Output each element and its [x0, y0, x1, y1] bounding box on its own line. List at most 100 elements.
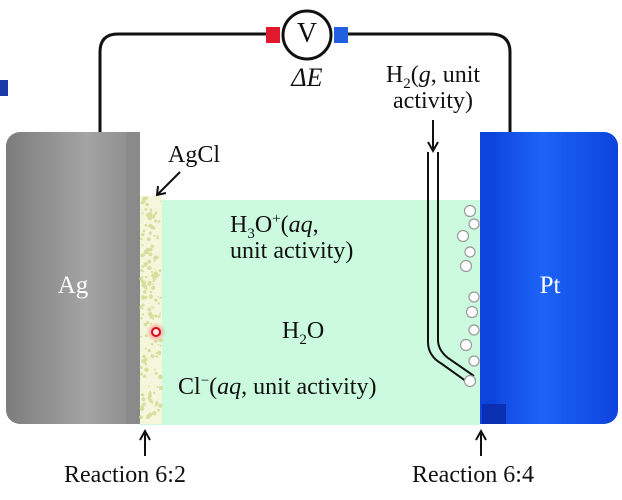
agcl-speckle	[157, 302, 160, 305]
gas-inlet-label: H2(g, unit activity)	[385, 62, 481, 115]
agcl-speckle	[152, 279, 155, 283]
silver-electrode	[6, 132, 140, 424]
agcl-speckle	[147, 212, 153, 218]
agcl-speckle	[139, 406, 145, 411]
agcl-speckle	[142, 374, 147, 378]
agcl-speckle	[158, 256, 160, 259]
agcl-speckle	[150, 354, 155, 358]
reaction-left-label: Reaction 6:2	[64, 462, 186, 488]
agcl-speckle	[139, 365, 143, 369]
agcl-speckle	[144, 362, 147, 366]
agcl-speckle	[146, 203, 149, 206]
agcl-speckle	[151, 306, 154, 309]
agcl-speckle	[149, 390, 152, 393]
agcl-speckle	[139, 415, 143, 420]
agcl-speckle	[153, 391, 156, 394]
agcl-speckle	[159, 312, 162, 315]
agcl-speckle	[141, 253, 145, 257]
agcl-speckle	[158, 386, 163, 390]
agcl-speckle	[140, 335, 143, 338]
agcl-speckle	[149, 208, 153, 211]
agcl-speckle	[154, 403, 158, 407]
agcl-speckle	[140, 269, 143, 272]
agcl-speckle	[152, 318, 155, 320]
agcl-speckle	[143, 290, 147, 294]
agcl-speckle	[148, 231, 152, 235]
wire-right	[346, 32, 512, 138]
agcl-speckle	[144, 208, 148, 211]
agcl-speckle	[154, 314, 158, 318]
wire-left	[98, 32, 270, 138]
agcl-speckle	[141, 232, 145, 237]
agcl-speckle	[158, 403, 163, 408]
agcl-speckle	[156, 234, 159, 237]
agcl-speckle	[158, 269, 162, 273]
voltmeter-symbol: V	[296, 18, 318, 49]
hydronium-label: H3O+(aq, unit activity)	[230, 211, 354, 265]
agcl-speckle	[151, 401, 154, 404]
agcl-speckle	[142, 229, 146, 233]
agcl-speckle	[150, 271, 153, 273]
agcl-coating	[139, 196, 163, 424]
terminal-positive	[266, 27, 280, 43]
agcl-speckle	[144, 347, 147, 350]
agcl-speckle	[144, 358, 148, 362]
agcl-speckle	[152, 411, 157, 416]
agcl-speckle	[154, 298, 158, 302]
chloride-label: Cl−(aq, unit activity)	[178, 373, 377, 401]
agcl-speckle	[143, 322, 148, 327]
agcl-speckle	[158, 374, 163, 380]
agcl-label: AgCl	[168, 142, 221, 168]
agcl-speckle	[141, 296, 145, 300]
agcl-speckle	[147, 265, 152, 271]
agcl-speckle	[141, 276, 144, 278]
agcl-speckle	[150, 342, 154, 346]
agcl-speckle	[154, 211, 158, 215]
agcl-speckle	[147, 385, 150, 388]
agcl-speckle	[144, 367, 149, 372]
agcl-speckle	[159, 344, 162, 347]
agcl-speckle	[142, 402, 146, 406]
solution	[140, 200, 480, 425]
agcl-speckle	[141, 264, 145, 268]
agcl-speckle	[151, 273, 155, 278]
agcl-speckle	[153, 307, 156, 309]
agcl-speckle	[157, 408, 161, 412]
agcl-speckle	[140, 237, 143, 241]
hydrogen-bubbles	[456, 204, 480, 388]
agcl-speckle	[143, 249, 149, 255]
agcl-speckle	[151, 286, 156, 290]
agcl-speckle	[145, 414, 150, 419]
agcl-speckle	[141, 198, 146, 203]
agcl-speckle	[157, 295, 160, 298]
agcl-speckle	[154, 268, 157, 271]
agcl-speckle	[146, 237, 151, 242]
agcl-speckle	[149, 399, 153, 403]
agcl-speckle	[148, 252, 153, 257]
agcl-speckle	[154, 219, 158, 223]
agcl-speckle	[157, 220, 161, 223]
agcl-speckle	[141, 397, 146, 402]
agcl-speckle	[147, 281, 152, 286]
agcl-speckle	[142, 308, 144, 310]
agcl-speckle	[145, 196, 149, 200]
agcl-speckle	[141, 313, 144, 316]
agcl-speckle	[154, 368, 156, 371]
agcl-speckle	[152, 215, 155, 219]
agcl-speckle	[141, 244, 144, 247]
silver-label: Ag	[57, 272, 89, 299]
agcl-speckle	[157, 314, 161, 318]
agcl-speckle	[144, 264, 148, 267]
agcl-speckle	[153, 259, 156, 262]
platinum-label: Pt	[539, 272, 561, 299]
pointer-arrows	[139, 120, 487, 456]
agcl-speckle	[153, 355, 156, 358]
agcl-speckle	[140, 393, 145, 397]
agcl-speckle	[146, 320, 150, 325]
agcl-speckle	[152, 283, 155, 285]
gas-tube	[427, 152, 471, 385]
platinum-electrode	[480, 132, 618, 424]
agcl-speckle	[150, 225, 155, 230]
agcl-speckle	[150, 244, 155, 248]
